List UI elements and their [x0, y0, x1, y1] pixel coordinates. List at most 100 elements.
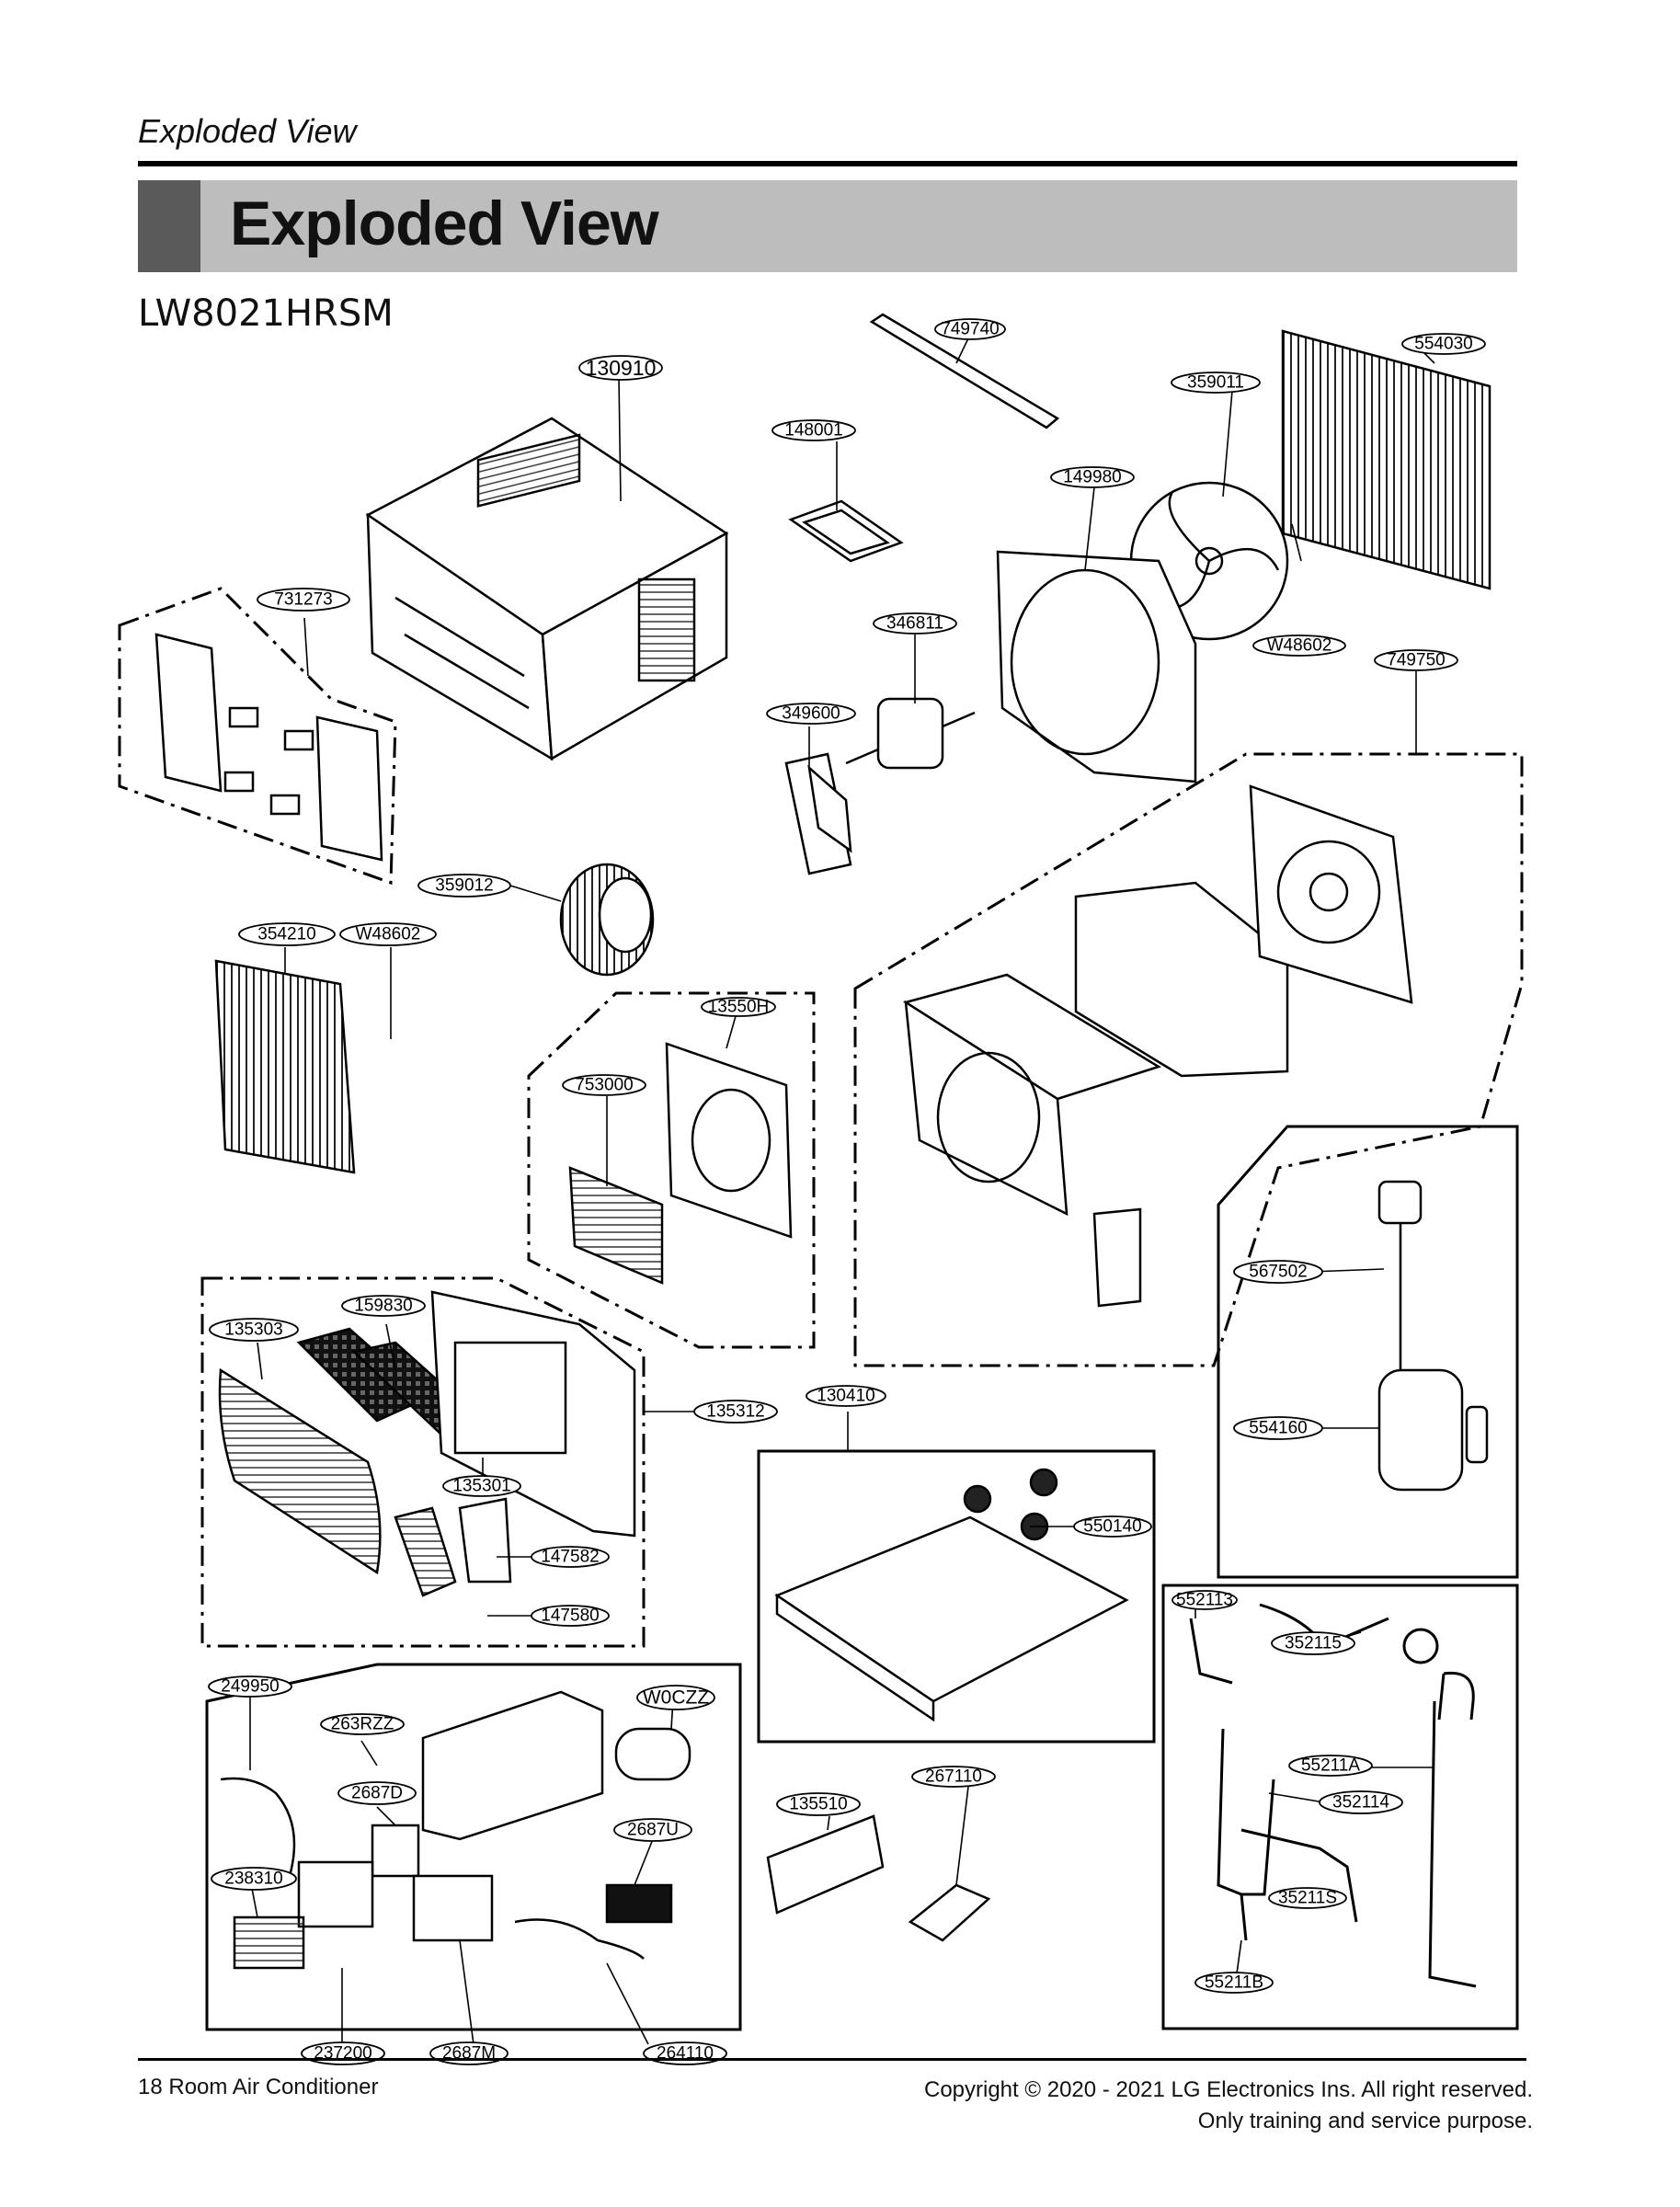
group-outline-731273 [118, 587, 397, 886]
part-number: 159830 [354, 1297, 412, 1316]
callout-2687D [337, 1781, 417, 1805]
part-number: 753000 [575, 1076, 633, 1095]
callout-552113 [1171, 1590, 1238, 1610]
remote-controller-267110 [908, 1883, 991, 1942]
part-number: 2687U [627, 1821, 679, 1840]
part-number: 130910 [586, 356, 657, 380]
title-band: Exploded View [138, 180, 1517, 272]
section-header-label: Exploded View [138, 112, 357, 150]
part-number: 249950 [221, 1677, 279, 1697]
part-number: 35211S [1278, 1889, 1337, 1908]
part-number: 352115 [1285, 1634, 1342, 1653]
copyright-line: Copyright © 2020 - 2021 LG Electronics I… [923, 2077, 1533, 2102]
part-number: W48602 [1267, 636, 1332, 656]
part-number: 55211A [1301, 1756, 1360, 1776]
title-tab-marker [138, 180, 200, 272]
usage-notice: Only training and service purpose. [1197, 2109, 1533, 2133]
vent-louver-147580 [394, 1497, 512, 1597]
callout-149980 [1050, 466, 1135, 488]
callout-554030 [1401, 333, 1486, 355]
callout-13550H [701, 997, 776, 1017]
group-outline-controls [205, 1663, 742, 2031]
part-number: 147582 [541, 1548, 599, 1567]
side-curtain-731273 [154, 633, 383, 862]
part-number: 359012 [435, 876, 493, 896]
part-number: 554030 [1414, 335, 1472, 354]
part-number: 149980 [1063, 468, 1121, 487]
part-number: 749740 [941, 320, 999, 339]
callout-567502 [1233, 1260, 1323, 1284]
part-number: 346811 [886, 614, 943, 634]
part-number: 267110 [925, 1767, 982, 1787]
page-footer-label: 18 Room Air Conditioner [138, 2075, 379, 2099]
refrigerant-piping [1189, 1603, 1477, 1988]
group-outline-piping [1161, 1584, 1519, 2030]
header-rule [138, 161, 1517, 166]
callout-749740 [934, 318, 1006, 340]
air-guide-assembly [902, 784, 1413, 1308]
fan-motor-346811 [845, 697, 976, 770]
callout-267110 [911, 1766, 996, 1788]
part-number: 130410 [817, 1387, 874, 1406]
condenser-coil-554030 [1281, 329, 1491, 590]
part-number: 554160 [1249, 1419, 1307, 1438]
part-number: 354210 [257, 925, 315, 944]
compressor-554160 [1377, 1180, 1489, 1492]
part-number: 263RZZ [331, 1715, 394, 1734]
footer-rule [138, 2058, 1526, 2061]
callout-238310 [211, 1867, 297, 1891]
motor-mount-349600 [784, 752, 852, 875]
callout-359012 [417, 874, 511, 898]
part-number: 148001 [784, 421, 842, 440]
rail-749740 [869, 313, 1060, 429]
part-number: 352114 [1332, 1793, 1389, 1812]
callout-55211B [1194, 1972, 1274, 1994]
orifice-13550H [665, 1042, 793, 1239]
callout-W48602a [1252, 635, 1346, 657]
callout-554160 [1233, 1416, 1323, 1440]
part-number: 135303 [224, 1321, 282, 1340]
page-title: Exploded View [230, 189, 659, 258]
callout-359011 [1171, 372, 1261, 394]
callout-352114 [1319, 1790, 1403, 1814]
callout-130910 [578, 355, 663, 381]
base-pan-130410 [774, 1468, 1129, 1722]
part-number: 567502 [1249, 1263, 1307, 1282]
part-number: 731273 [274, 590, 332, 610]
group-outline-base-pan [757, 1449, 1156, 1744]
shroud-149980 [996, 550, 1197, 783]
part-number: 135510 [789, 1795, 847, 1814]
part-number: W48602 [356, 925, 421, 944]
part-number: 359011 [1187, 373, 1244, 393]
callout-354210 [238, 922, 336, 946]
callout-263RZZ [320, 1713, 405, 1735]
callout-2687U [613, 1818, 692, 1842]
copyright-notice: Copyright © 2020 - 2021 LG Electronics I… [924, 2075, 1533, 2137]
cabinet-130910 [365, 417, 729, 761]
part-number: 749750 [1387, 651, 1445, 670]
callout-130410 [806, 1385, 886, 1407]
callout-W48602b [339, 922, 437, 946]
panel-cover-135510 [766, 1814, 885, 1915]
control-components [220, 1690, 691, 1970]
callout-346811 [873, 612, 957, 635]
callout-135312 [693, 1400, 778, 1424]
callout-749750 [1374, 649, 1458, 671]
part-number: 349600 [782, 704, 840, 724]
callout-148001 [771, 419, 856, 441]
callout-147582 [531, 1546, 610, 1568]
callout-550140 [1073, 1515, 1152, 1538]
part-number: 135301 [452, 1477, 510, 1496]
model-number: LW8021HRSM [138, 292, 394, 335]
group-outline-compressor [1217, 1125, 1519, 1579]
callout-731273 [257, 588, 350, 612]
callout-135301 [442, 1475, 521, 1497]
part-number: 552113 [1176, 1591, 1233, 1610]
part-number: W0CZZ [643, 1687, 709, 1709]
callout-labels: 749740 554030 130910 359011 148001 14998… [221, 320, 1472, 2064]
group-outline-front-panel [200, 1276, 646, 1648]
callout-249950 [208, 1675, 292, 1698]
callout-352115 [1271, 1631, 1355, 1655]
part-number: 2687D [351, 1784, 403, 1803]
